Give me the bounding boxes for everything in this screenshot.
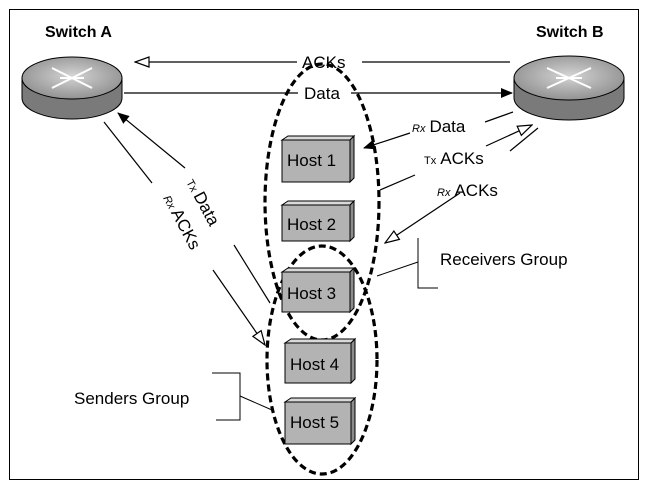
tx-data-arrow bbox=[117, 112, 186, 169]
switch-b-icon bbox=[513, 55, 625, 121]
senders-callout-bracket bbox=[212, 372, 241, 421]
tx-acks-arrow bbox=[485, 125, 532, 147]
rx-acks-arrow bbox=[385, 192, 461, 243]
switch-a-label: Switch A bbox=[45, 24, 112, 41]
receivers-group-label: Receivers Group bbox=[440, 250, 568, 269]
data-top-label: Data bbox=[304, 84, 340, 103]
host-4-label: Host 4 bbox=[290, 355, 339, 374]
tx-acks-text: ACKs bbox=[440, 149, 483, 168]
receivers-callout-leader bbox=[376, 261, 419, 277]
host-1: Host 1 bbox=[280, 134, 356, 184]
host-5-label: Host 5 bbox=[290, 413, 339, 432]
rx-acks-s-sub: Rx bbox=[160, 194, 177, 212]
senders-group-ellipse bbox=[265, 244, 379, 476]
host-4: Host 4 bbox=[283, 337, 357, 385]
rx-acks-sub: Rx bbox=[437, 187, 451, 199]
switch-b-label: Switch B bbox=[536, 24, 604, 41]
acks-top-label: ACKs bbox=[302, 53, 345, 72]
tx-data-sub: Tx bbox=[183, 178, 200, 195]
tx-acks-line-left bbox=[379, 174, 416, 191]
host-3-label: Host 3 bbox=[287, 284, 336, 303]
host-5: Host 5 bbox=[283, 396, 357, 446]
host-1-label: Host 1 bbox=[287, 151, 336, 170]
diagram-frame bbox=[9, 9, 639, 480]
tx-acks-sub: Tx bbox=[424, 155, 437, 167]
host-2: Host 2 bbox=[280, 199, 356, 243]
senders-callout-leader bbox=[239, 395, 273, 411]
switch-a-icon bbox=[21, 56, 123, 120]
tx-data-text: Data bbox=[190, 188, 224, 229]
receivers-callout-bracket bbox=[417, 238, 438, 289]
rx-acks-line-right bbox=[509, 127, 539, 152]
rx-acks-s-arrow bbox=[212, 269, 265, 345]
rx-data-arrow bbox=[363, 132, 411, 150]
rx-acks-s-line-high bbox=[103, 121, 153, 184]
rx-acks-text: ACKs bbox=[454, 181, 497, 200]
senders-group-label: Senders Group bbox=[74, 389, 189, 408]
tx-data-line-low bbox=[233, 244, 271, 304]
rx-data-line-right bbox=[484, 111, 514, 123]
host-3: Host 3 bbox=[280, 266, 356, 314]
rx-data-text: Data bbox=[429, 117, 465, 136]
rx-data-sub: Rx bbox=[412, 123, 426, 135]
host-2-label: Host 2 bbox=[287, 215, 336, 234]
